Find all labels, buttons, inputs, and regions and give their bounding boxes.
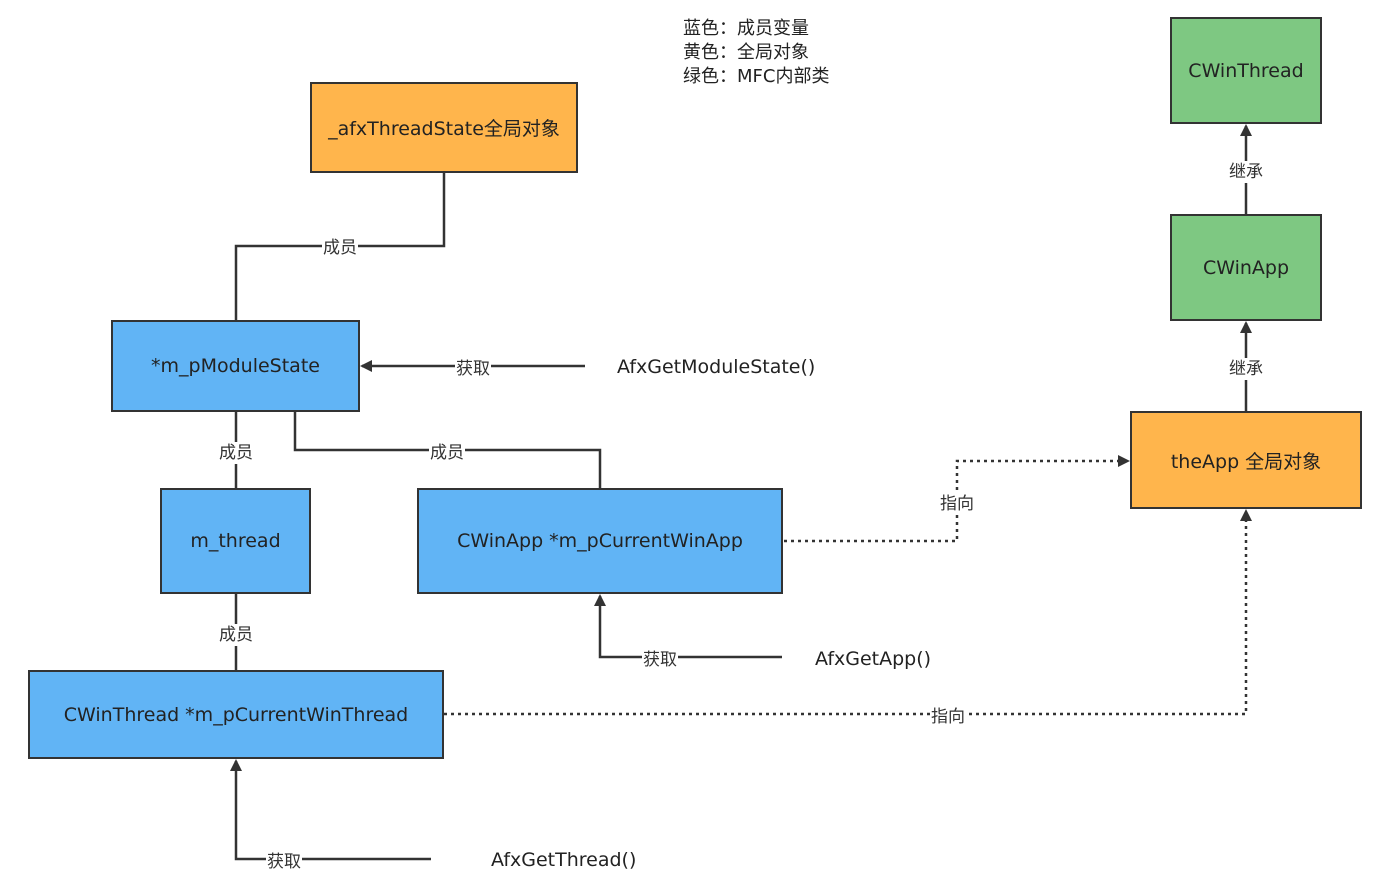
edge-label-member-3: 成员 [429,442,465,464]
node-cwinapp-class: CWinApp [1170,214,1322,321]
node-cwinthread-class: CWinThread [1170,17,1322,124]
legend-yellow: 黄色：全局对象 [683,42,809,63]
legend-blue: 蓝色：成员变量 [683,18,809,39]
node-module-state: *m_pModuleState [111,320,360,412]
edge-label-get-1: 获取 [455,358,491,380]
edge-label-member-1: 成员 [322,237,358,259]
node-the-app: theApp 全局对象 [1130,411,1362,509]
edge-getthread [230,759,431,861]
edge-label-points-to-1: 指向 [939,493,975,515]
edge-label-member-2: 成员 [218,442,254,464]
edge-getapp [594,594,782,659]
node-afx-thread-state: _afxThreadState全局对象 [310,82,578,173]
legend-green: 绿色：MFC内部类 [683,66,830,87]
edge-currentwinthread-theapp [444,509,1252,716]
edge-label-get-2: 获取 [642,649,678,671]
edge-label-inherits-2: 继承 [1228,161,1264,183]
edge-label-member-4: 成员 [218,624,254,646]
color-legend: 蓝色：成员变量 黄色：全局对象 绿色：MFC内部类 [683,17,829,89]
function-afx-get-thread: AfxGetThread() [491,849,637,871]
edge-label-inherits-1: 继承 [1228,358,1264,380]
function-afx-get-app: AfxGetApp() [815,648,932,670]
node-current-win-thread: CWinThread *m_pCurrentWinThread [28,670,444,759]
function-afx-get-module-state: AfxGetModuleState() [617,356,816,378]
edge-label-points-to-2: 指向 [930,706,966,728]
edge-label-get-3: 获取 [266,851,302,873]
node-current-win-app: CWinApp *m_pCurrentWinApp [417,488,783,594]
node-m-thread: m_thread [160,488,311,594]
